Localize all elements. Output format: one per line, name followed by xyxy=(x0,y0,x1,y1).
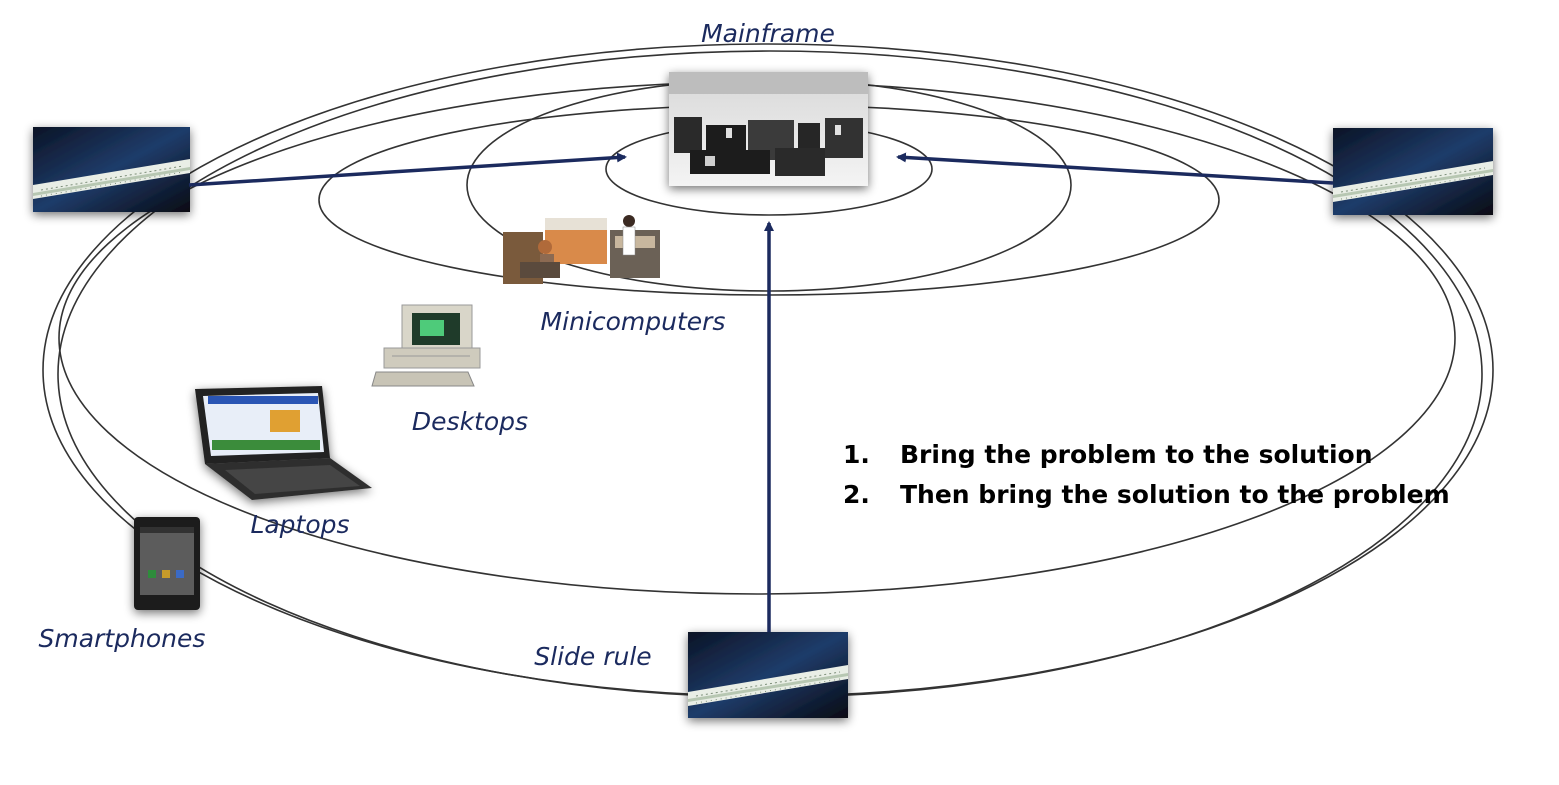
slide-rule-image-bottom xyxy=(688,632,848,718)
label-mainframe: Mainframe xyxy=(701,19,835,48)
label-laptops: Laptops xyxy=(250,510,349,539)
laptop-image xyxy=(195,386,372,500)
mainframe-image xyxy=(669,72,868,186)
label-smartphones: Smartphones xyxy=(39,624,206,653)
slide-rule-image-right xyxy=(1333,128,1493,215)
label-slide-rule: Slide rule xyxy=(534,642,651,671)
step-2-number: 2. xyxy=(843,480,870,509)
slide-rule-image-left xyxy=(33,127,190,212)
label-minicomputers: Minicomputers xyxy=(541,307,726,336)
arrow-left-to-mainframe xyxy=(188,152,627,187)
step-2-text: Then bring the solution to the problem xyxy=(900,480,1450,509)
arrow-right-to-mainframe xyxy=(896,152,1334,185)
arrows xyxy=(188,152,1334,632)
minicomputer-image xyxy=(503,215,660,284)
label-desktops: Desktops xyxy=(412,407,528,436)
step-1-text: Bring the problem to the solution xyxy=(900,440,1373,469)
step-1-number: 1. xyxy=(843,440,870,469)
steps-list: 1. Bring the problem to the solution 2. … xyxy=(843,440,1450,509)
desktop-image xyxy=(371,304,481,387)
smartphone-image xyxy=(134,517,200,610)
